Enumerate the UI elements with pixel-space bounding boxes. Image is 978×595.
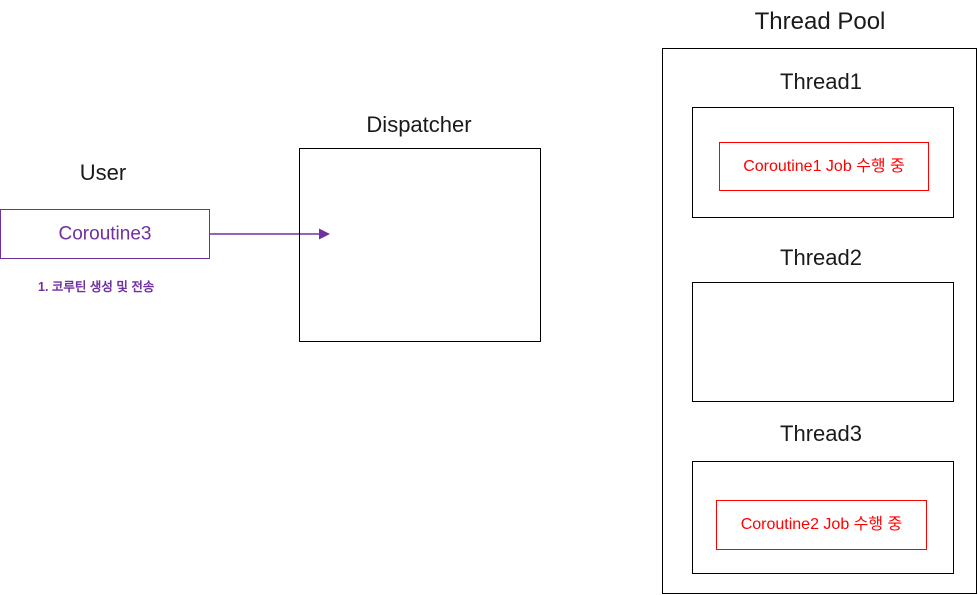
coroutine-to-dispatcher-arrow (209, 228, 330, 240)
thread2-box[interactable] (692, 282, 954, 402)
thread1-job-box[interactable]: Coroutine1 Job 수행 중 (719, 142, 929, 191)
thread3-job-box[interactable]: Coroutine2 Job 수행 중 (716, 500, 927, 550)
user-label: User (79, 160, 127, 185)
thread1-job-label: Coroutine1 Job 수행 중 (743, 157, 905, 175)
thread-pool-label: Thread Pool (754, 8, 886, 35)
coroutine3-box[interactable]: Coroutine3 (0, 209, 210, 259)
thread2-label: Thread2 (780, 245, 862, 270)
dispatcher-box[interactable] (299, 148, 541, 342)
thread3-label: Thread3 (780, 421, 862, 446)
thread-pool-box: Thread1 Coroutine1 Job 수행 중 Thread2 Thre… (662, 48, 977, 594)
step1-note: 1. 코루틴 생성 및 전송 (38, 280, 155, 294)
thread3-job-label: Coroutine2 Job 수행 중 (740, 516, 903, 533)
thread1-box[interactable]: Coroutine1 Job 수행 중 (692, 107, 954, 218)
coroutine3-label: Coroutine3 (58, 223, 152, 245)
thread3-box[interactable]: Coroutine2 Job 수행 중 (692, 461, 954, 574)
dispatcher-label: Dispatcher (366, 112, 472, 137)
thread1-label: Thread1 (780, 69, 862, 94)
